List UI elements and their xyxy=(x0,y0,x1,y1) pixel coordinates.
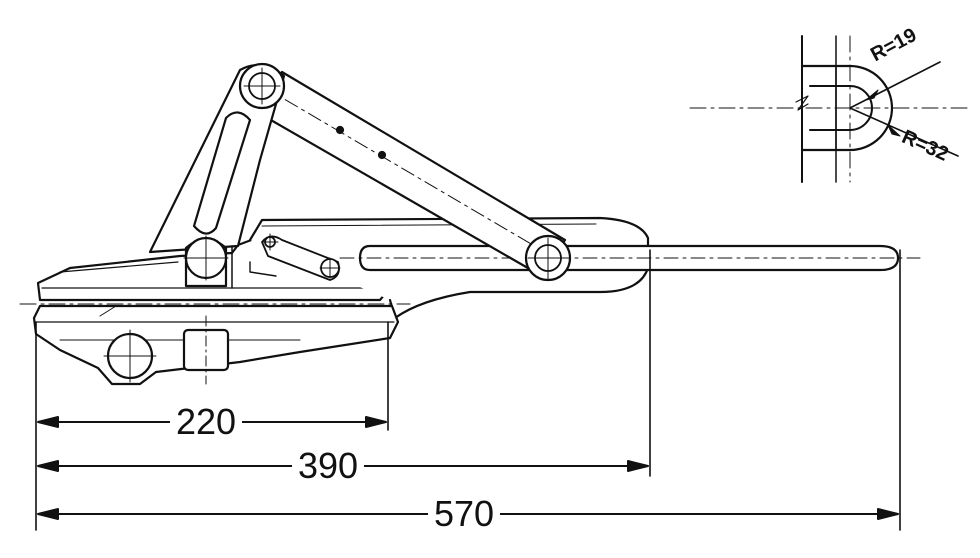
dimension-570-label: 570 xyxy=(428,496,501,532)
dimension-220-label: 220 xyxy=(170,404,243,440)
jaw-pivot xyxy=(183,235,233,289)
handle-pivot xyxy=(524,234,572,282)
top-pivot xyxy=(238,62,286,110)
lower-jaw xyxy=(32,304,400,386)
handle-bar xyxy=(339,244,921,272)
lower-jaw-hole xyxy=(103,329,157,383)
radius-detail xyxy=(689,35,971,183)
extension-lines xyxy=(35,249,901,531)
dimension-390-label: 390 xyxy=(292,448,365,484)
small-link xyxy=(249,233,341,281)
